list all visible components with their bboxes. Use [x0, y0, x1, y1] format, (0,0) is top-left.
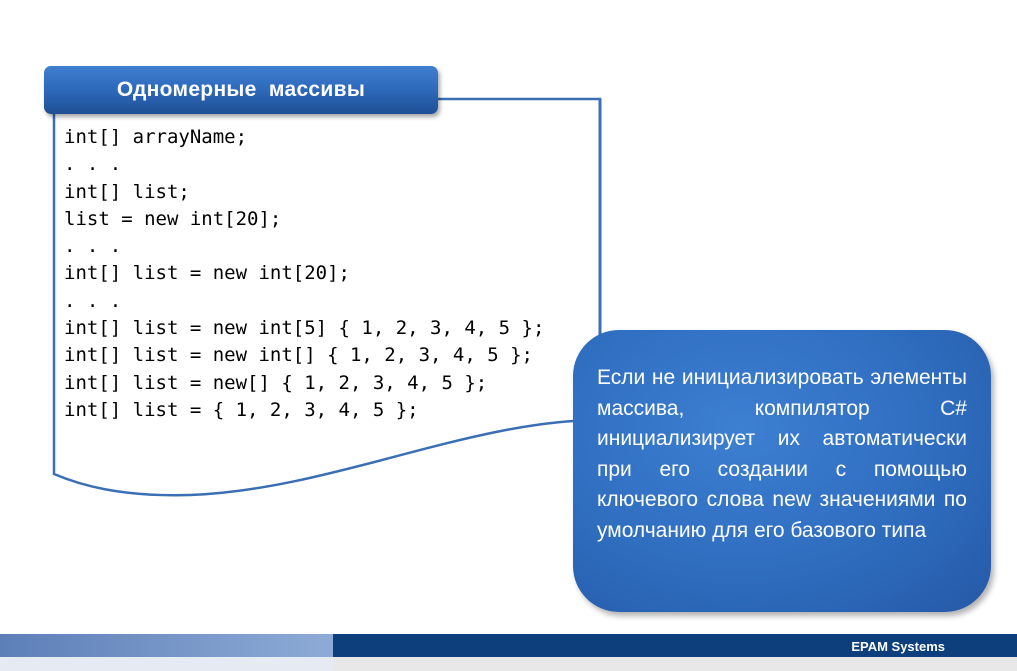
callout-text: Если не инициализировать элементы массив… [597, 366, 967, 542]
footer-strip-right [333, 657, 1017, 671]
footer-bar-right [333, 634, 1017, 657]
code-line: int[] list = { 1, 2, 3, 4, 5 }; [64, 398, 419, 421]
footer-bar-left [0, 634, 333, 657]
code-block: int[] arrayName; . . . int[] list; list … [64, 124, 594, 424]
slide-title-tab: Одномерные массивы [44, 66, 438, 114]
code-line: int[] list = new int[20]; [64, 262, 350, 285]
code-line: . . . [64, 289, 122, 312]
info-callout: Если не инициализировать элементы массив… [573, 330, 991, 612]
code-line: list = new int[20]; [64, 207, 282, 230]
brand-label: EPAM Systems [851, 639, 945, 654]
footer-strip-left [0, 657, 333, 671]
code-line: int[] list; [64, 180, 190, 203]
code-line: int[] list = new int[5] { 1, 2, 3, 4, 5 … [64, 317, 545, 340]
code-line: . . . [64, 153, 122, 176]
code-line: . . . [64, 235, 122, 258]
code-line: int[] arrayName; [64, 126, 248, 148]
slide-title: Одномерные массивы [116, 78, 366, 101]
code-line: int[] list = new int[] { 1, 2, 3, 4, 5 }… [64, 344, 533, 367]
code-line: int[] list = new[] { 1, 2, 3, 4, 5 }; [64, 371, 488, 394]
